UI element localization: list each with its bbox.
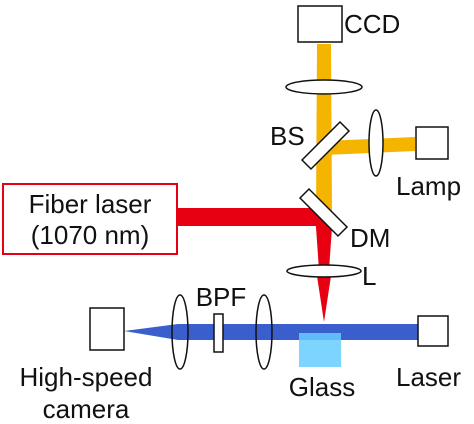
glass-label: Glass [289, 372, 355, 402]
bs-label: BS [270, 121, 305, 151]
glass-sample [299, 333, 341, 367]
high-speed-camera-label-line2: camera [43, 394, 130, 424]
probe-laser-label: Laser [396, 362, 461, 392]
high-speed-camera-label-line1: High-speed [20, 362, 153, 392]
high-speed-camera-box [89, 307, 125, 351]
band-pass-filter [213, 313, 224, 353]
beam-splitter [300, 120, 351, 171]
imaging-beam-vertical [316, 44, 332, 215]
bpf-label: BPF [196, 282, 247, 312]
ccd-label: CCD [344, 9, 400, 39]
fiber-laser-label-line2: (1070 nm) [31, 220, 150, 250]
ccd-box [297, 5, 343, 43]
dm-label: DM [350, 223, 390, 253]
probe-beam [124, 324, 418, 340]
dichroic-mirror [298, 187, 349, 238]
probe-laser-box [417, 315, 449, 347]
lens-label: L [362, 261, 376, 291]
focusing-lens [286, 264, 362, 278]
ccd-lens [285, 79, 363, 95]
camera-lens [171, 294, 189, 370]
fiber-laser-box [2, 183, 178, 255]
fiber-laser-label-line1: Fiber laser [29, 189, 152, 219]
lamp-label: Lamp [396, 171, 461, 201]
fiber-laser-focus [317, 276, 331, 322]
lamp-lens [368, 109, 384, 177]
lamp-box [415, 126, 449, 160]
fiber-laser-beam-horizontal [178, 208, 326, 226]
relay-lens [255, 294, 273, 370]
